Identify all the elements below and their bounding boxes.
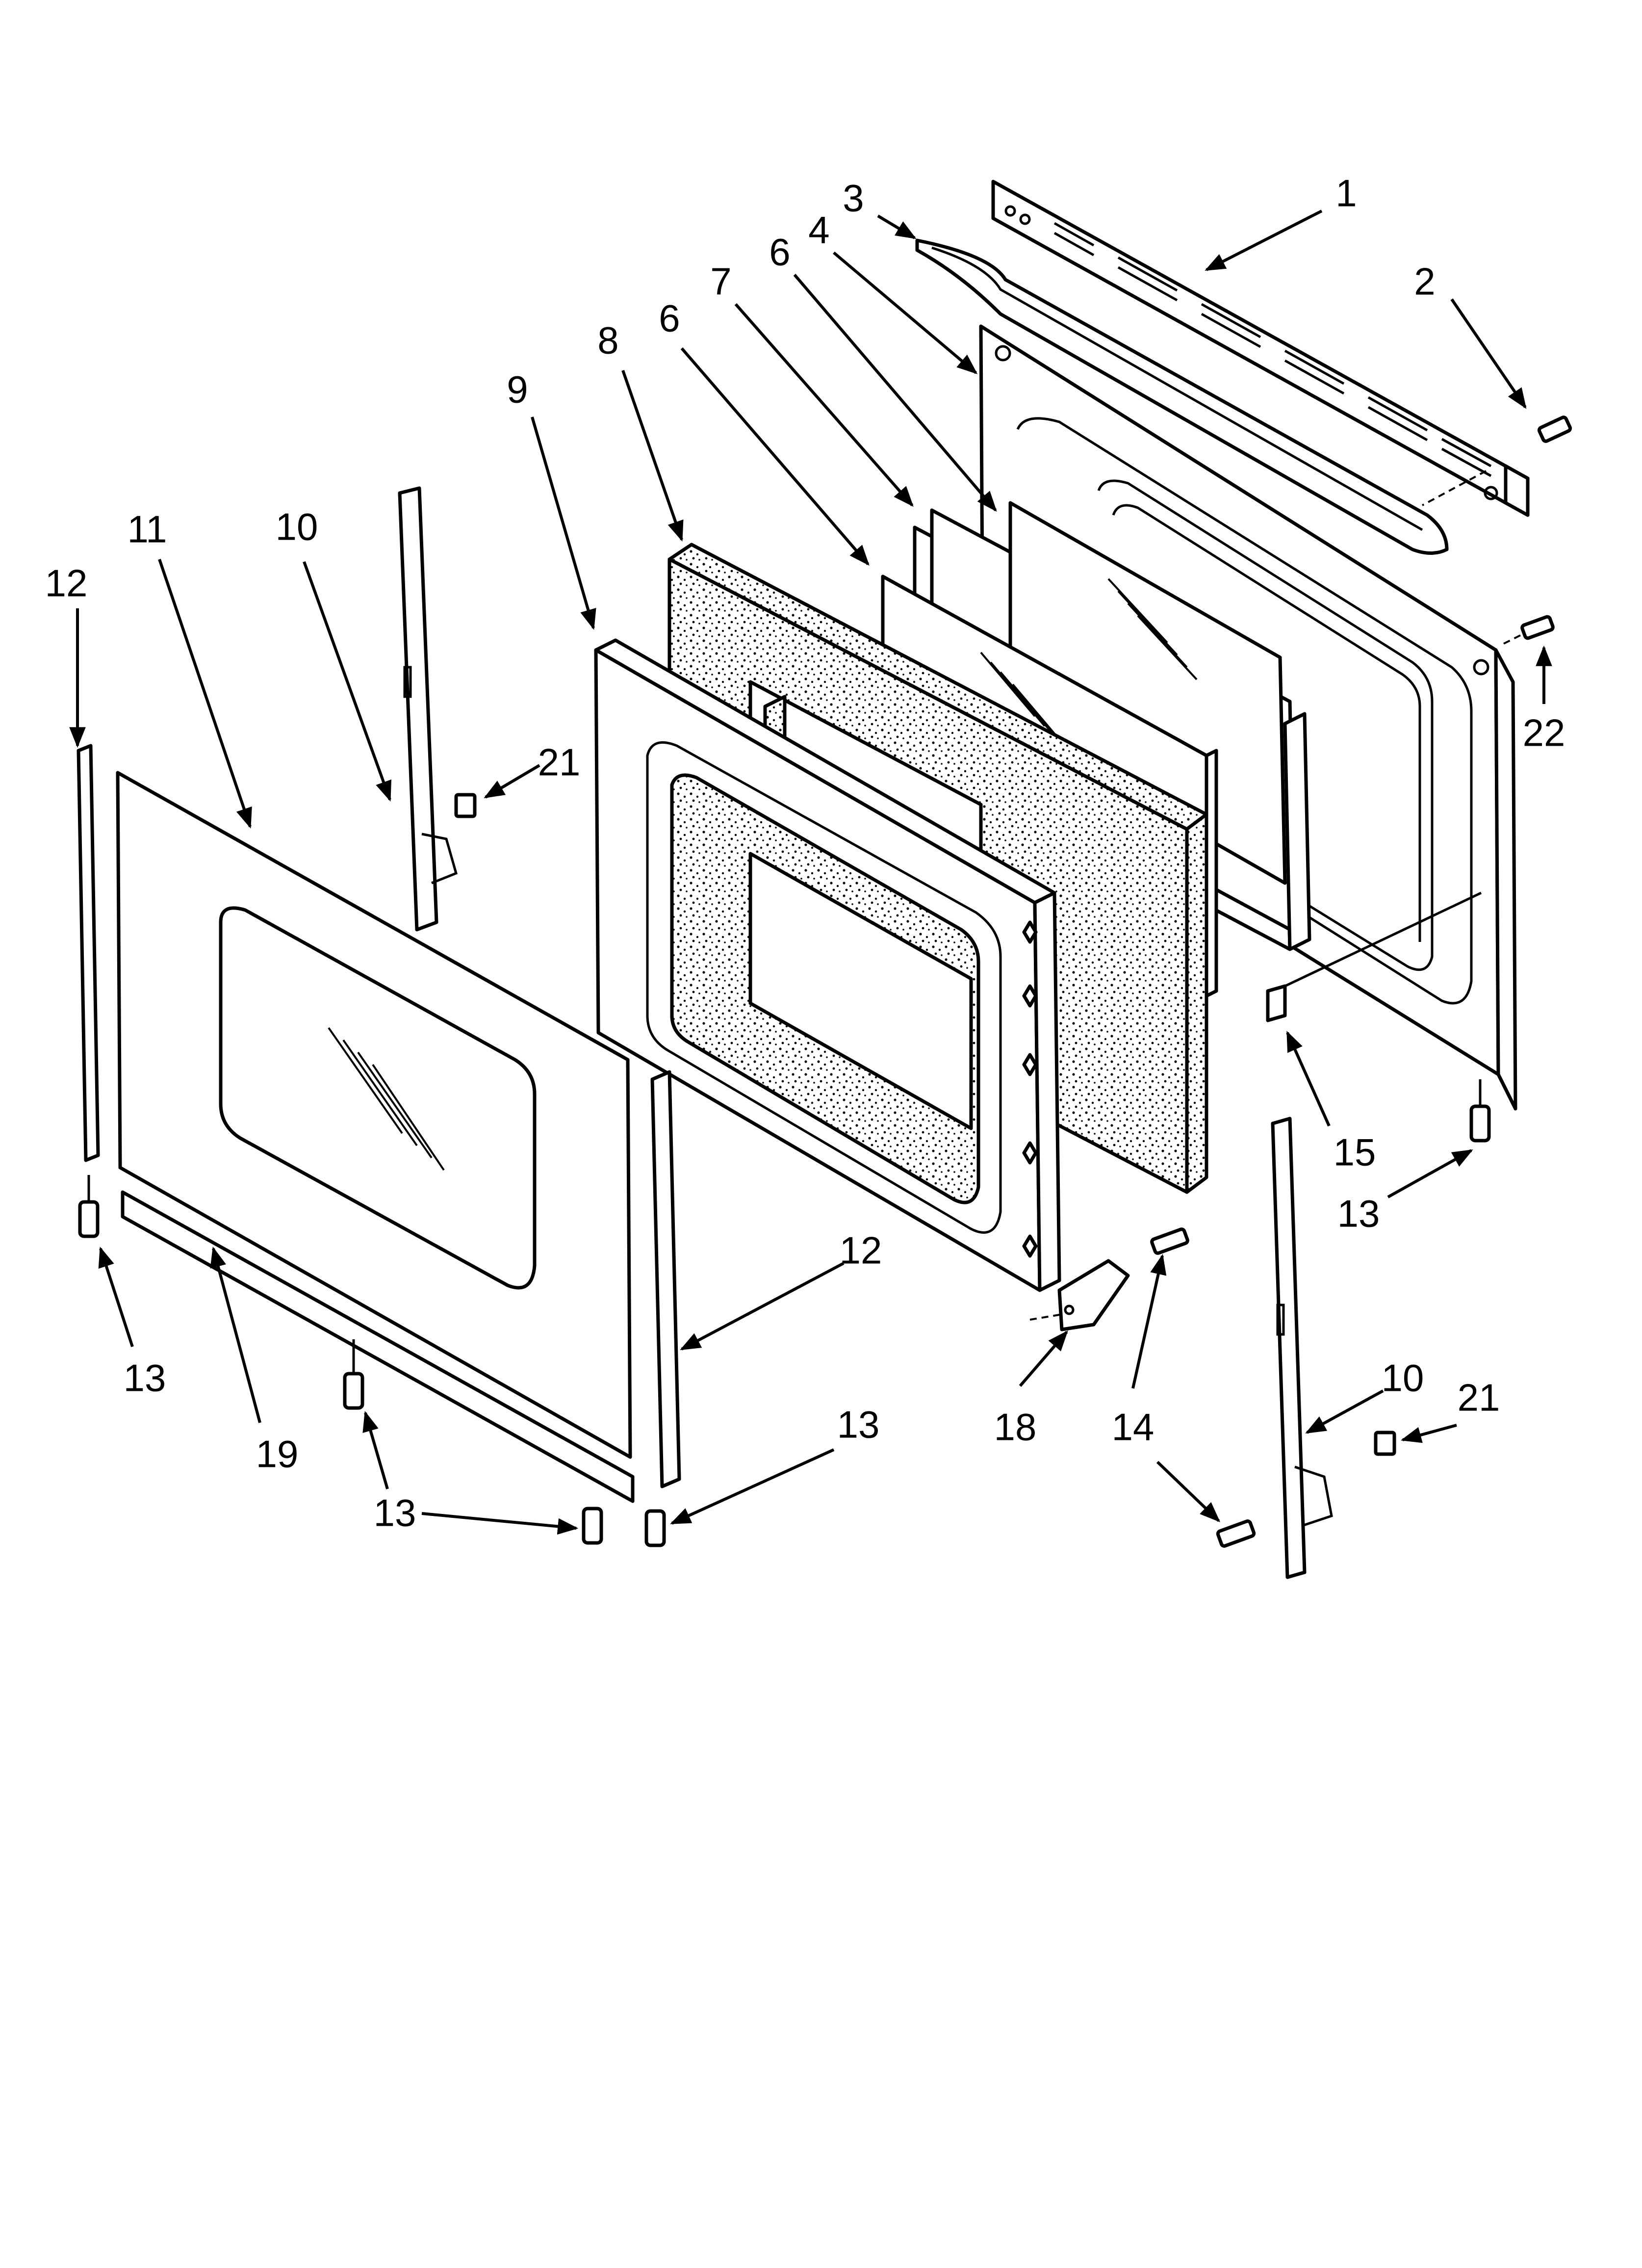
screw-part-13-c xyxy=(582,1507,603,1545)
callout-labels: 1 2 3 4 6 7 6 8 9 11 10 12 21 22 15 13 1… xyxy=(45,172,1565,1535)
callout-part-18: 18 xyxy=(994,1406,1037,1449)
screw-part-13-b xyxy=(343,1339,364,1410)
callout-part-10-right: 10 xyxy=(1382,1356,1424,1400)
hinge-right-part-10 xyxy=(1271,1117,1333,1579)
callout-part-4: 4 xyxy=(808,209,829,252)
callout-part-10-left: 10 xyxy=(276,505,318,548)
callout-part-15: 15 xyxy=(1334,1131,1376,1174)
callout-part-14: 14 xyxy=(1112,1406,1155,1449)
callout-part-11: 11 xyxy=(128,508,167,551)
outer-glass-door-part-11 xyxy=(116,771,632,1459)
callout-part-3: 3 xyxy=(843,177,864,220)
vent-trim-part-1 xyxy=(991,180,1530,517)
bracket-part-18 xyxy=(1029,1259,1130,1331)
screw-part-13-d xyxy=(644,1509,666,1547)
callout-part-21-right: 21 xyxy=(1458,1376,1500,1419)
side-trim-left-part-12 xyxy=(77,744,100,1162)
callout-part-12-left: 12 xyxy=(45,562,88,605)
callout-part-2: 2 xyxy=(1414,260,1435,303)
hinge-left-part-10 xyxy=(398,486,458,932)
callout-part-13-bottom-left: 13 xyxy=(374,1491,416,1535)
callout-part-6-upper: 6 xyxy=(769,231,790,274)
callout-part-8: 8 xyxy=(597,319,618,362)
door-frame-part-9 xyxy=(594,638,1061,1292)
leader-lines xyxy=(69,209,1552,1535)
side-trim-right-part-12 xyxy=(650,1070,681,1488)
callout-part-7: 7 xyxy=(710,260,731,303)
screw-part-13-e xyxy=(1469,1079,1491,1143)
screw-part-13-a xyxy=(78,1175,100,1238)
callout-part-13-bottom-center: 13 xyxy=(837,1403,880,1446)
screw-part-14-lower xyxy=(1216,1519,1256,1548)
callout-part-22: 22 xyxy=(1523,711,1565,755)
callout-part-6-lower: 6 xyxy=(659,297,680,340)
clip-part-21-left xyxy=(454,793,477,818)
clip-part-21-right xyxy=(1374,1431,1396,1456)
callout-part-12-right: 12 xyxy=(840,1229,882,1272)
screw-part-22 xyxy=(1500,615,1555,646)
clip-part-15 xyxy=(1266,891,1482,1022)
callout-part-9: 9 xyxy=(507,368,528,411)
callout-part-13-right: 13 xyxy=(1337,1192,1380,1235)
screw-part-14-upper xyxy=(1150,1227,1189,1255)
handle-trim-part-3 xyxy=(915,238,1449,555)
callout-part-21-left: 21 xyxy=(538,741,581,784)
callout-part-13-left: 13 xyxy=(124,1356,166,1400)
bottom-trim-part-19 xyxy=(121,1190,635,1503)
callout-part-1: 1 xyxy=(1335,172,1357,215)
callout-part-19: 19 xyxy=(256,1433,299,1476)
screw-part-2 xyxy=(1422,416,1572,506)
